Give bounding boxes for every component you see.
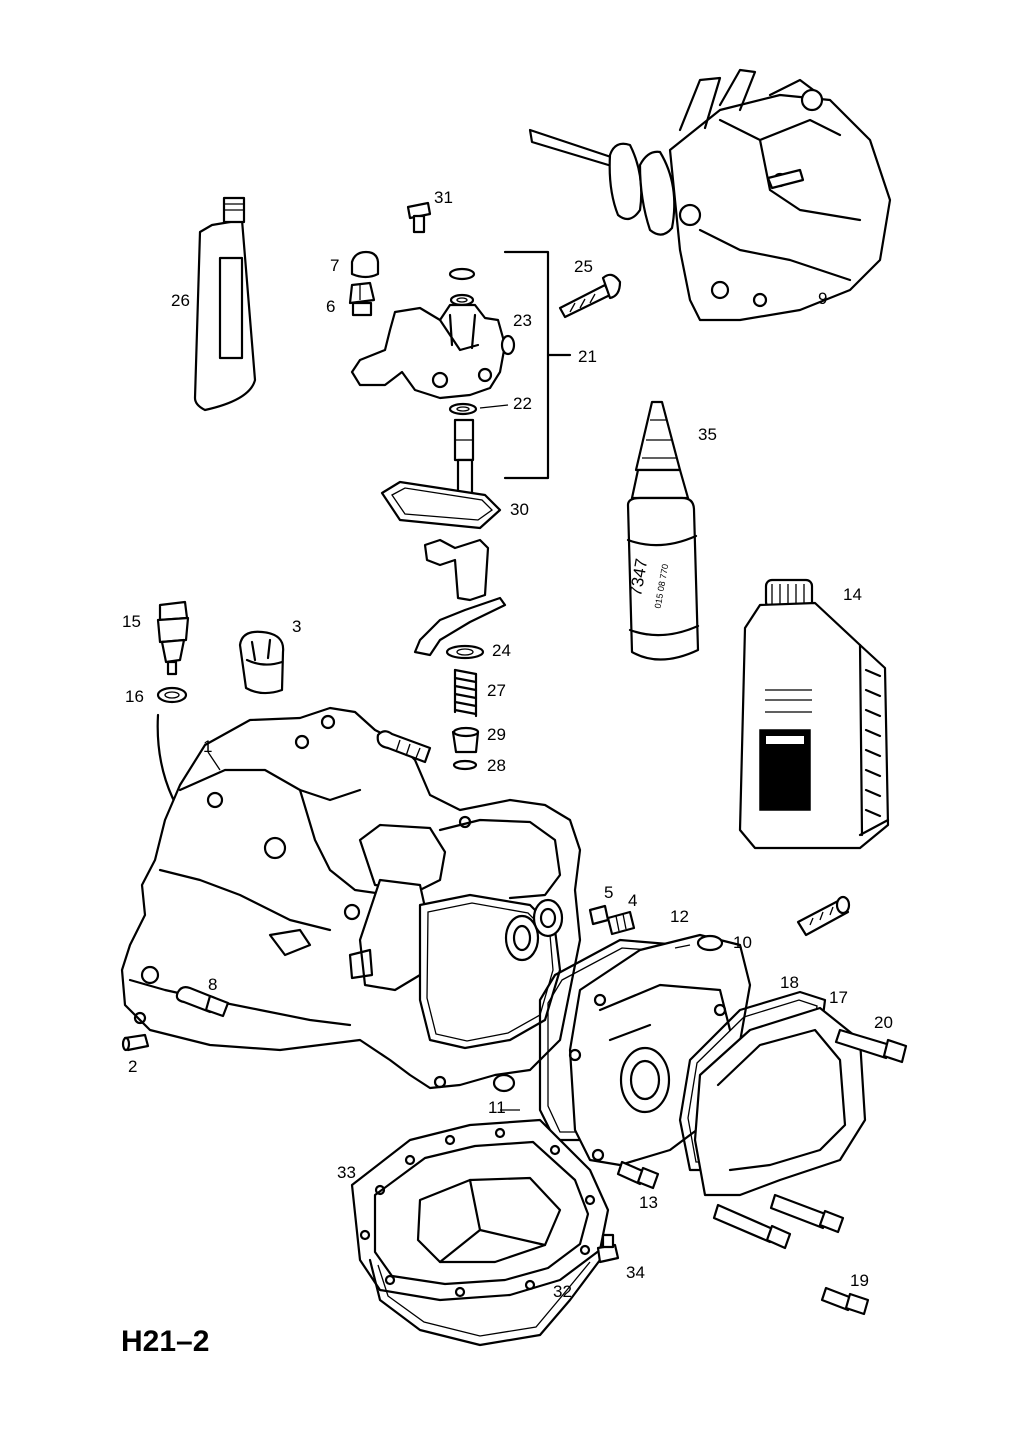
part-labels: 1 2 3 4 5 6 7 8 9 10 11 12 13 14 15 16 1… xyxy=(122,188,893,1301)
label-part-23: 23 xyxy=(513,311,532,330)
label-part-25: 25 xyxy=(574,257,593,276)
label-part-10: 10 xyxy=(733,933,752,952)
label-part-30: 30 xyxy=(510,500,529,519)
label-part-17: 17 xyxy=(829,988,848,1007)
label-part-35: 35 xyxy=(698,425,717,444)
part-19-bolts xyxy=(712,1193,870,1316)
label-part-28: 28 xyxy=(487,756,506,775)
loose-plug xyxy=(796,895,851,937)
part-29-sleeve xyxy=(451,726,480,754)
label-part-27: 27 xyxy=(487,681,506,700)
label-part-21: 21 xyxy=(578,347,597,366)
part-28-ring xyxy=(452,759,478,771)
part-20-bolt xyxy=(834,1028,908,1064)
part-3-bush xyxy=(238,630,285,695)
part-26-sealant-tube xyxy=(193,196,257,412)
label-part-6: 6 xyxy=(326,297,335,316)
label-part-14: 14 xyxy=(843,585,862,604)
part-25-stud xyxy=(558,273,622,319)
label-part-26: 26 xyxy=(171,291,190,310)
part-24-washer xyxy=(445,644,485,660)
label-part-13: 13 xyxy=(639,1193,658,1212)
part-5-plug xyxy=(588,904,610,926)
part-13-bolt xyxy=(616,1160,660,1190)
part-33-oil-pan xyxy=(350,1118,610,1302)
label-part-15: 15 xyxy=(122,612,141,631)
label-part-16: 16 xyxy=(125,687,144,706)
bracket-21 xyxy=(503,250,572,480)
part-4-plug xyxy=(606,910,636,936)
part-17-end-cover xyxy=(693,1006,867,1197)
part-7-cap xyxy=(350,250,380,279)
label-part-31: 31 xyxy=(434,188,453,207)
part-11-plug xyxy=(492,1073,516,1093)
diagram-code: H21–2 xyxy=(121,1325,209,1358)
label-part-18: 18 xyxy=(780,973,799,992)
label-part-32: 32 xyxy=(553,1282,572,1301)
label-part-7: 7 xyxy=(330,256,339,275)
label-part-33: 33 xyxy=(337,1163,356,1182)
part-14-oil-can xyxy=(738,578,890,850)
part-2-dowel xyxy=(121,1033,150,1052)
part-6-switch xyxy=(348,281,376,317)
part-31-bolt xyxy=(406,201,432,234)
leader-lines xyxy=(207,404,691,1111)
label-part-22: 22 xyxy=(513,394,532,413)
label-part-9: 9 xyxy=(818,289,827,308)
part-22-washer xyxy=(448,402,478,416)
part-34-drain-plug xyxy=(596,1233,620,1264)
part-27-spring xyxy=(453,668,478,718)
label-part-2: 2 xyxy=(128,1057,137,1076)
label-part-12: 12 xyxy=(670,907,689,926)
label-part-24: 24 xyxy=(492,641,511,660)
part-8-bolt xyxy=(175,986,230,1018)
part-35-sealant-bottle: 7347 015 08 770 xyxy=(626,400,700,661)
label-part-5: 5 xyxy=(604,883,613,902)
part-30-gasket xyxy=(380,480,502,530)
label-part-20: 20 xyxy=(874,1013,893,1032)
label-part-3: 3 xyxy=(292,617,301,636)
label-part-4: 4 xyxy=(628,891,637,910)
part-16-seal-ring xyxy=(156,686,188,704)
part-23-selector-housing xyxy=(350,267,516,400)
label-part-1: 1 xyxy=(203,737,212,756)
label-part-11: 11 xyxy=(488,1098,506,1117)
label-part-19: 19 xyxy=(850,1271,869,1290)
part-32-oil-pan-gasket xyxy=(368,1258,602,1347)
part-1-transmission-casing xyxy=(120,706,582,1090)
part-15-reverse-switch xyxy=(156,600,190,676)
casing-top-bolt xyxy=(376,730,432,764)
part-9-gear-assembly xyxy=(528,68,892,322)
label-part-29: 29 xyxy=(487,725,506,744)
selector-finger xyxy=(413,538,507,657)
label-part-8: 8 xyxy=(208,975,217,994)
label-part-34: 34 xyxy=(626,1263,645,1282)
